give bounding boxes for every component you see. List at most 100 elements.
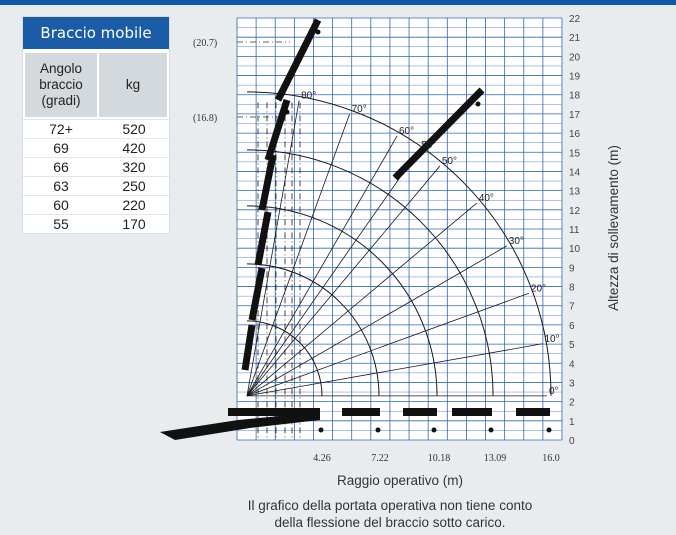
boom-segment	[264, 98, 291, 162]
boom-angle-ray	[246, 343, 543, 397]
angle-cell: 72+	[49, 121, 73, 137]
angle-column-header: Angolo braccio (gradi)	[25, 53, 97, 117]
capacity-table: Braccio mobile Angolo braccio (gradi) kg…	[22, 16, 170, 234]
boom-angle-ray	[246, 292, 530, 397]
boom-segment	[241, 324, 256, 371]
kg-cell: 520	[122, 121, 146, 137]
hook-icon	[255, 279, 261, 285]
y-tick-label: 0	[569, 436, 575, 447]
y-tick-label: 20	[569, 52, 581, 63]
boom-extension-horizontal	[516, 408, 550, 416]
y-tick-label: 4	[569, 359, 575, 370]
kg-cell: 220	[122, 197, 146, 213]
y-tick-label: 1	[569, 417, 575, 428]
footnote-line-2: della flessione del braccio sotto carico…	[274, 515, 506, 530]
x-tick-label: 4.26	[313, 453, 331, 464]
angle-label: 50°	[442, 156, 457, 167]
angle-cell: 63	[53, 178, 69, 194]
hook-icon	[315, 29, 321, 35]
y-axis-label: Altezza di sollevamento (m)	[606, 145, 621, 311]
angle-label: 60°	[399, 126, 414, 137]
y-tick-label: 15	[569, 148, 581, 159]
kg-cell: 320	[122, 159, 146, 175]
y-tick-label: 2	[569, 398, 575, 409]
height-marker-label: (16.8)	[193, 113, 217, 124]
crane-base	[160, 412, 320, 440]
angle-label: 55°	[421, 140, 436, 151]
y-tick-label: 12	[569, 206, 581, 217]
angle-cell: 66	[53, 159, 69, 175]
y-tick-label: 8	[569, 283, 575, 294]
table-row: 66 320	[23, 157, 169, 176]
y-tick-label: 7	[569, 302, 575, 313]
boom-segment	[254, 211, 272, 266]
hook-icon	[284, 109, 290, 115]
angle-label: 0°	[549, 386, 559, 397]
boom-segment	[248, 267, 266, 321]
angle-label: 10°	[544, 334, 559, 345]
boom-extension-horizontal	[452, 408, 492, 416]
boom-retracted-horizontal	[228, 408, 320, 416]
y-tick-label: 21	[569, 33, 581, 44]
y-tick-label: 16	[569, 129, 581, 140]
boom-extension-horizontal	[403, 408, 437, 416]
hook-icon	[431, 427, 437, 433]
y-tick-label: 17	[569, 110, 581, 121]
top-accent-bar	[0, 0, 676, 5]
boom-segment	[258, 154, 277, 211]
table-row: 60 220	[23, 195, 169, 214]
table-row: 63 250	[23, 176, 169, 195]
angle-cell: 69	[53, 140, 69, 156]
table-title: Braccio mobile	[23, 17, 169, 49]
y-tick-label: 22	[569, 14, 581, 25]
hook-icon	[375, 427, 381, 433]
hook-icon	[318, 427, 324, 433]
y-tick-label: 5	[569, 340, 575, 351]
angle-cell: 55	[53, 216, 69, 232]
kg-column-header: kg	[99, 53, 167, 117]
boom-extension-horizontal	[342, 408, 380, 416]
working-range-arc	[246, 91, 552, 396]
y-tick-label: 18	[569, 91, 581, 102]
table-row: 72+ 520	[23, 119, 169, 138]
footnote-line-1: Il grafico della portata operativa non t…	[247, 498, 533, 513]
kg-cell: 250	[122, 178, 146, 194]
table-row: 69 420	[23, 138, 169, 157]
x-axis-label: Raggio operativo (m)	[337, 473, 463, 488]
y-tick-label: 11	[569, 225, 580, 236]
working-range-arc	[246, 149, 494, 396]
angle-label: 70°	[352, 104, 367, 115]
x-tick-label: 13.09	[484, 453, 507, 464]
boom-angle-ray	[246, 135, 398, 397]
y-tick-label: 3	[569, 378, 575, 389]
x-tick-label: 16.0	[542, 453, 560, 464]
boom-segment	[392, 87, 485, 181]
working-range-arc	[246, 205, 438, 396]
x-tick-label: 10.18	[428, 453, 451, 464]
y-tick-label: 14	[569, 167, 581, 178]
boom-angle-ray	[246, 245, 508, 397]
y-tick-label: 6	[569, 321, 575, 332]
angle-label: 40°	[479, 193, 494, 204]
hook-icon	[546, 427, 552, 433]
x-tick-label: 7.22	[371, 453, 389, 464]
angle-cell: 60	[53, 197, 69, 213]
table-body: 72+ 520 69 420 66 320 63 250 60 220 55 170	[23, 119, 169, 233]
y-tick-label: 10	[569, 244, 581, 255]
hook-icon	[475, 101, 481, 107]
table-header-row: Angolo braccio (gradi) kg	[23, 53, 169, 117]
boom-segment	[274, 18, 322, 102]
angle-label: 80°	[301, 90, 316, 101]
kg-cell: 420	[122, 140, 146, 156]
table-row: 55 170	[23, 214, 169, 233]
boom-angle-ray	[246, 113, 350, 397]
hook-icon	[488, 427, 494, 433]
kg-cell: 170	[122, 216, 146, 232]
angle-label: 20°	[531, 283, 546, 294]
y-tick-label: 9	[569, 263, 575, 274]
boom-angle-ray	[246, 165, 441, 397]
y-tick-label: 19	[569, 72, 581, 83]
angle-label: 30°	[509, 236, 524, 247]
working-range-arc	[246, 320, 323, 396]
